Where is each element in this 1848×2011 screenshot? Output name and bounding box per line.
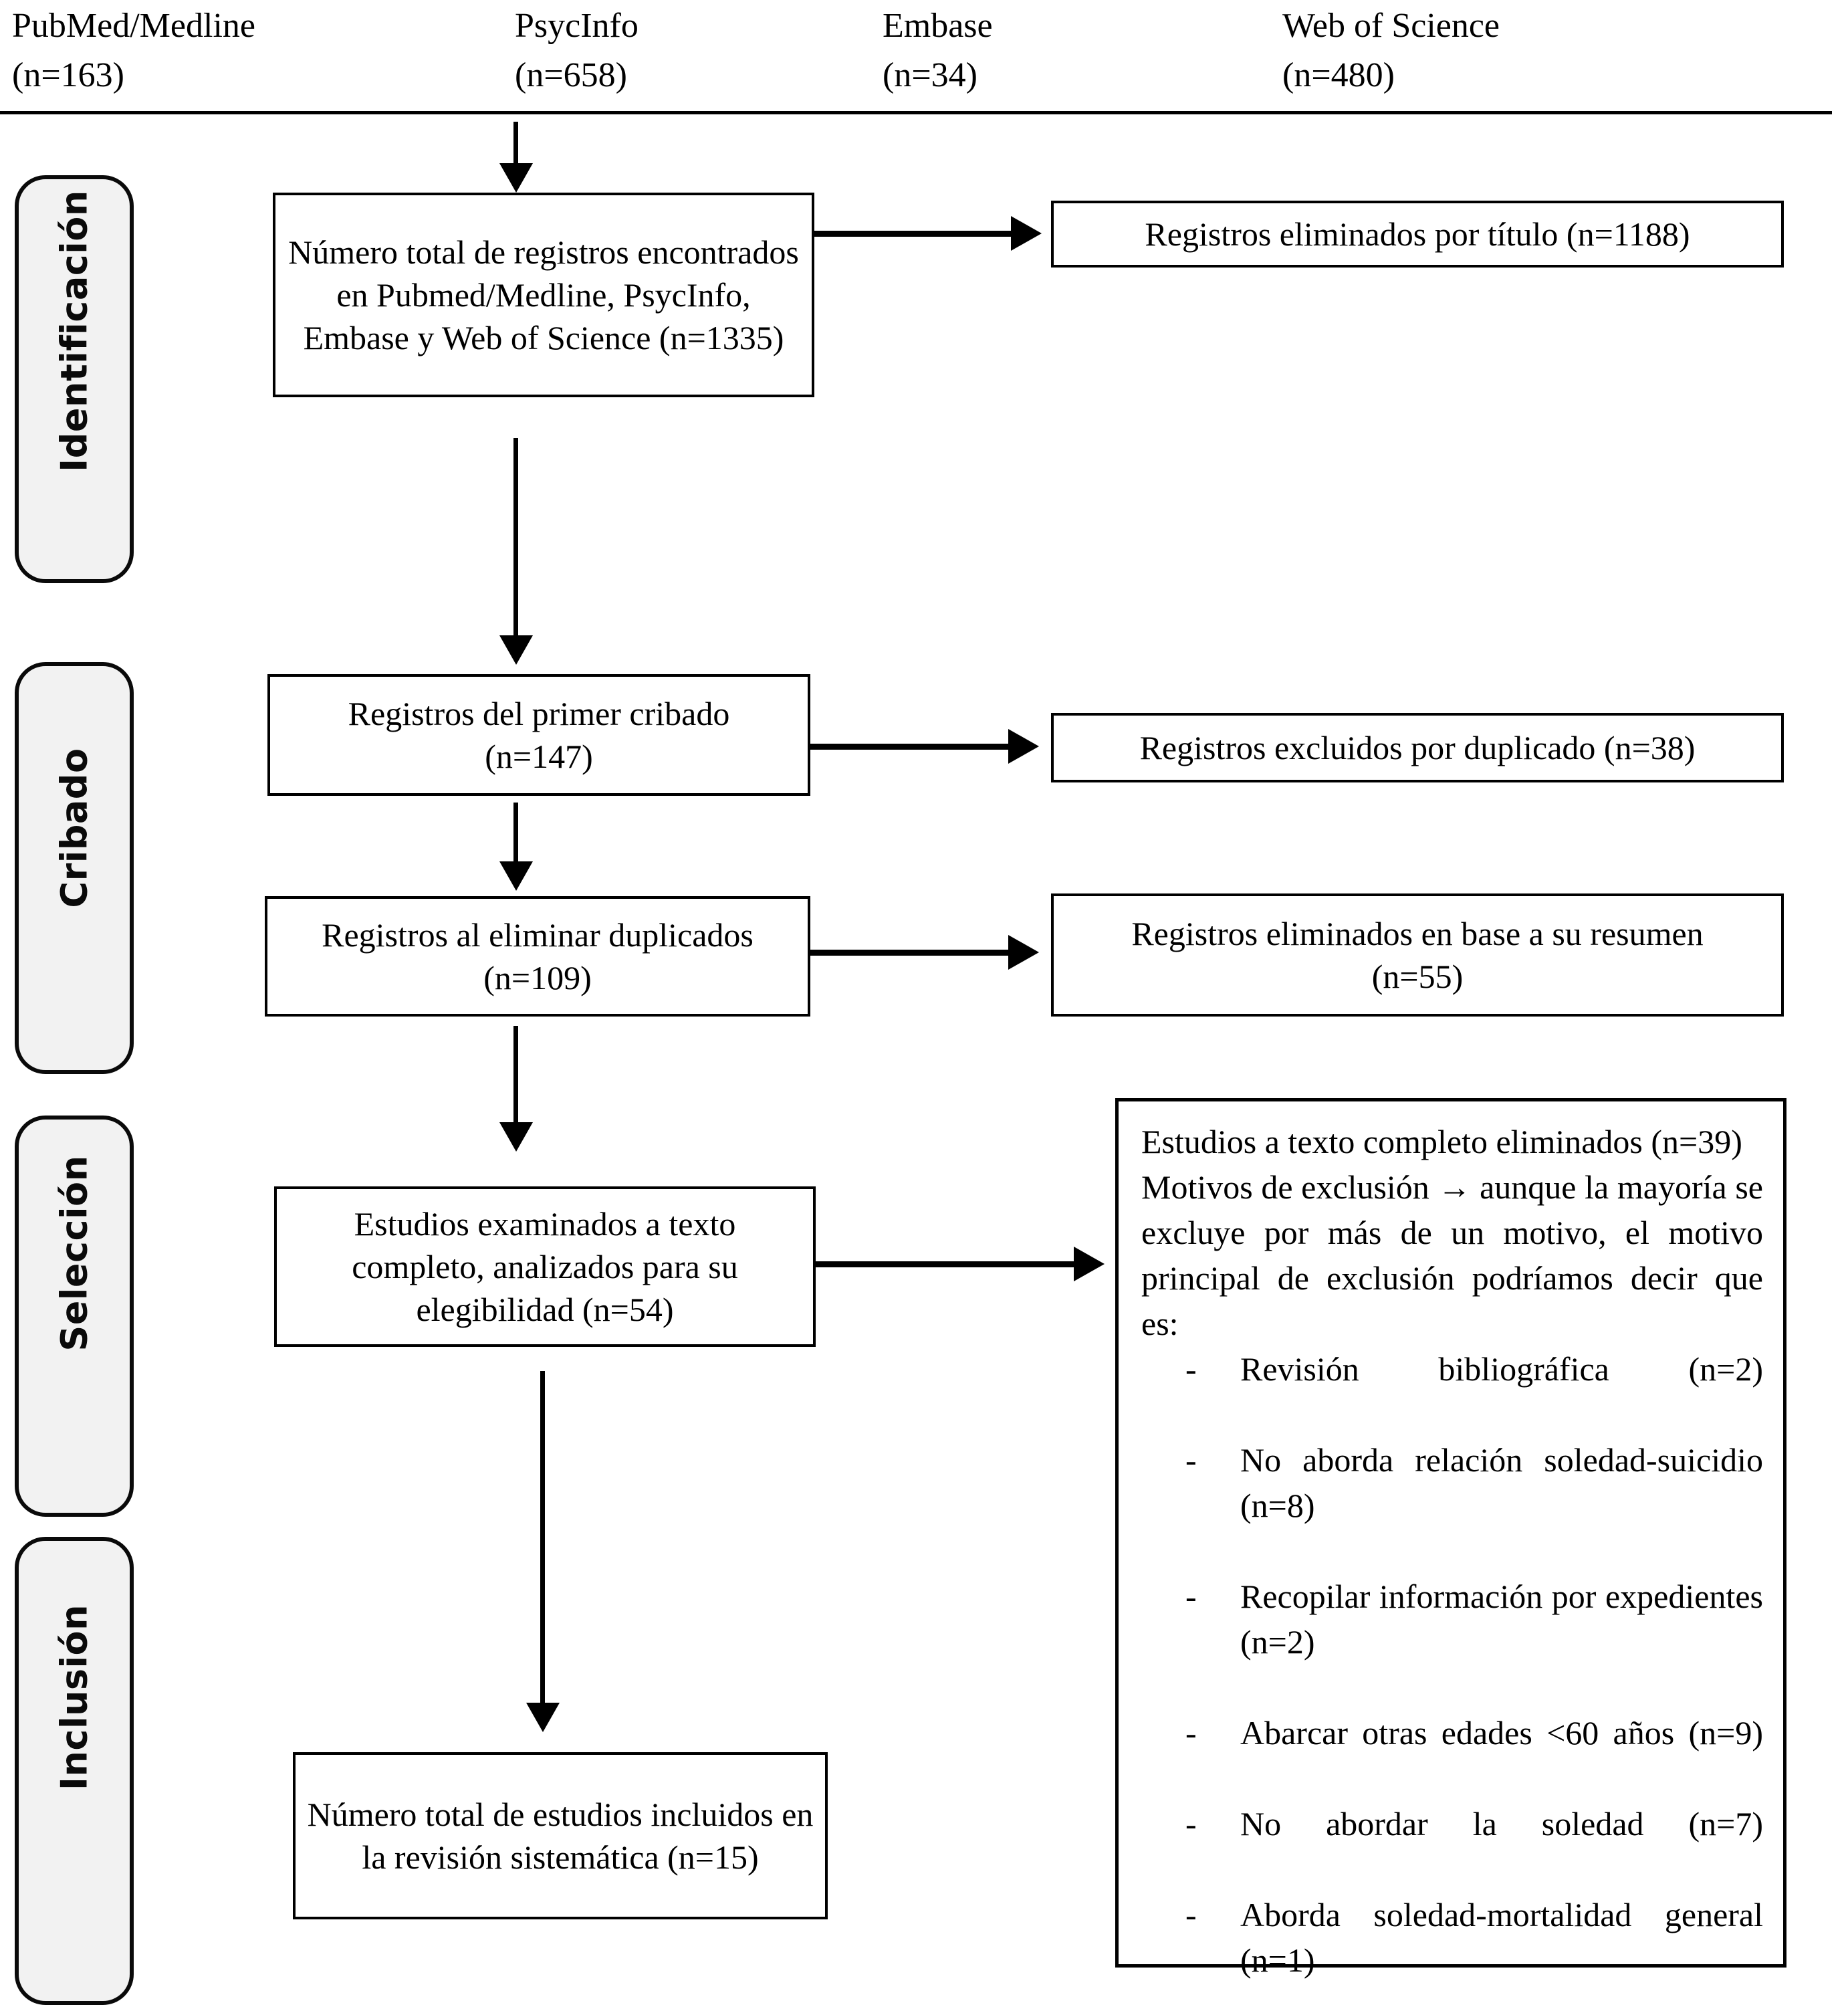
arrow-screening-to-duplicates-line (810, 744, 1011, 750)
box-excluded-duplicates-text: Registros excluidos por duplicado (n=38) (1139, 729, 1696, 766)
arrow-fulltext-to-included-line (540, 1371, 545, 1705)
exclusion-reason-item: - Recopilar información por expedientes (… (1141, 1574, 1763, 1710)
arrow-fulltext-to-reasons-head-icon (1074, 1247, 1105, 1281)
box-removed-by-abstract: Registros eliminados en base a su resume… (1051, 893, 1784, 1017)
box-exclusion-reasons: Estudios a texto completo eliminados (n=… (1115, 1098, 1786, 1979)
stage-pill-inclusion: Inclusión (15, 1537, 134, 2005)
header-divider-rule (0, 111, 1832, 114)
bullet-dash-icon: - (1185, 1714, 1197, 1752)
exclusion-reason-text: Revisión bibliográfica (n=2) (1240, 1350, 1763, 1388)
bullet-dash-icon: - (1185, 1350, 1197, 1388)
stage-pill-seleccion: Selección (15, 1116, 134, 1517)
exclusion-reason-text: Abarcar otras edades <60 años (n=9) (1240, 1714, 1763, 1752)
source-label-embase: Embase (n=34) (883, 7, 993, 94)
stage-pill-cribado: Cribado (15, 662, 134, 1074)
box-removed-by-title-text: Registros eliminados por título (n=1188) (1145, 215, 1690, 253)
exclusion-reason-text: No aborda relación soledad-suicidio (n=8… (1240, 1441, 1763, 1524)
arrow-screening-to-dedup-line (513, 803, 518, 864)
box-included-total-text: Número total de estudios incluidos en la… (307, 1796, 814, 1876)
bullet-dash-icon: - (1185, 1441, 1197, 1479)
exclusion-reason-text: Aborda soledad-mortalidad general (n=1) (1240, 1896, 1763, 1979)
stage-pill-identificacion: Identificación (15, 175, 134, 583)
exclusion-reason-text: No abordar la soledad (n=7) (1240, 1805, 1763, 1842)
exclusion-reason-item: - Abarcar otras edades <60 años (n=9) (1141, 1710, 1763, 1801)
stage-label-seleccion: Selección (53, 1155, 96, 1352)
box-total-records: Número total de registros encontrados en… (273, 193, 814, 397)
exclusion-reason-item: - Revisión bibliográfica (n=2) (1141, 1346, 1763, 1437)
box-first-screening: Registros del primer cribado (n=147) (267, 674, 810, 796)
box-fulltext-assessed: Estudios examinados a texto completo, an… (274, 1186, 816, 1347)
source-label-web-of-science: Web of Science (n=480) (1282, 7, 1500, 94)
source-label-pubmed: PubMed/Medline (n=163) (12, 7, 255, 94)
arrow-fulltext-to-reasons-line (816, 1261, 1076, 1267)
box-first-screening-text: Registros del primer cribado (n=147) (348, 695, 730, 775)
exclusion-reason-item: - No aborda relación soledad-suicidio (n=… (1141, 1437, 1763, 1574)
arrow-dedup-to-abstract-head-icon (1008, 935, 1039, 970)
arrow-fulltext-to-included-head-icon (526, 1703, 560, 1732)
arrow-total-to-removed-title-head-icon (1011, 216, 1042, 251)
box-removed-by-abstract-text: Registros eliminados en base a su resume… (1131, 915, 1704, 995)
exclusion-reasons-list: - Revisión bibliográfica (n=2) - No aborda … (1141, 1346, 1763, 2011)
exclusion-reason-item: - No abordar la soledad (n=7) (1141, 1801, 1763, 1892)
bullet-dash-icon: - (1185, 1896, 1197, 1933)
arrow-screening-to-dedup-head-icon (499, 861, 533, 891)
exclusion-reason-item: - Aborda soledad-mortalidad general (n=1) (1141, 1892, 1763, 2011)
arrow-total-to-screening-line (513, 438, 518, 639)
arrow-dedup-to-fulltext-line (513, 1026, 518, 1125)
arrow-dedup-to-abstract-line (810, 950, 1011, 956)
arrow-sources-to-total-head-icon (499, 163, 533, 193)
arrow-total-to-removed-title-line (814, 231, 1015, 237)
stage-label-inclusion: Inclusión (53, 1604, 96, 1791)
bullet-dash-icon: - (1185, 1578, 1197, 1615)
box-total-records-text: Número total de registros encontrados en… (288, 233, 799, 356)
stage-label-cribado: Cribado (53, 748, 96, 908)
box-included-total: Número total de estudios incluidos en la… (293, 1752, 828, 1919)
exclusion-reasons-heading: Estudios a texto completo eliminados (n=… (1141, 1123, 1742, 1160)
exclusion-reasons-intro: Estudios a texto completo eliminados (n=… (1141, 1119, 1763, 1346)
arrow-dedup-to-fulltext-head-icon (499, 1122, 533, 1152)
bullet-dash-icon: - (1185, 1805, 1197, 1842)
exclusion-reasons-intro-text: Motivos de exclusión → aunque la mayoría… (1141, 1168, 1763, 1297)
box-removed-by-title: Registros eliminados por título (n=1188) (1051, 201, 1784, 268)
box-after-duplicates-removed-text: Registros al eliminar duplicados (n=109) (322, 916, 754, 996)
arrow-screening-to-duplicates-head-icon (1008, 729, 1039, 764)
box-excluded-duplicates: Registros excluidos por duplicado (n=38) (1051, 713, 1784, 782)
arrow-sources-to-total-line (513, 122, 518, 166)
box-fulltext-assessed-text: Estudios examinados a texto completo, an… (352, 1205, 738, 1328)
exclusion-reasons-intro-tail: es: (1141, 1305, 1179, 1342)
source-label-psycinfo: PsycInfo (n=658) (515, 7, 639, 94)
box-after-duplicates-removed: Registros al eliminar duplicados (n=109) (265, 896, 810, 1017)
exclusion-reason-text: Recopilar información por expedientes (n… (1240, 1578, 1763, 1661)
stage-label-identificacion: Identificación (53, 190, 96, 473)
arrow-total-to-screening-head-icon (499, 635, 533, 665)
